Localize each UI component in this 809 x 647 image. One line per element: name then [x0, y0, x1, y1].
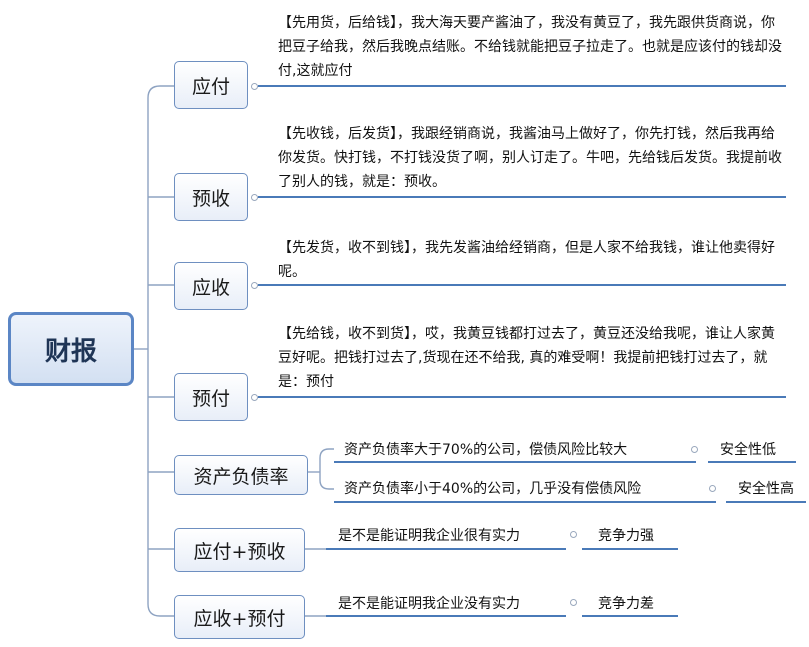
note-yingfu: 【先用货，后给钱】，我大海天要产酱油了，我没有黄豆了，我先跟供货商说，你把豆子给… [278, 15, 782, 79]
ratio-condition-high: 资产负债率大于70%的公司，偿债风险比较大 [344, 442, 628, 458]
branch-label: 应付+预收 [193, 540, 286, 563]
note-yufu: 【先给钱，收不到货】，哎，我黄豆钱都打过去了，黄豆还没给我呢，谁让人家黄豆好呢。… [278, 326, 775, 390]
branch-node-yingfu[interactable]: 应付 [174, 61, 248, 109]
root-label: 财报 [44, 336, 97, 367]
combo-question-strong: 是不是能证明我企业很有实力 [338, 528, 520, 544]
branch-node-yushou[interactable]: 预收 [174, 173, 248, 221]
collapse-dot-icon[interactable] [251, 394, 258, 401]
branch-node-receivable-plus-prepaid[interactable]: 应收+预付 [174, 595, 305, 639]
branch-label: 应付 [191, 75, 230, 98]
combo-result-weak: 竞争力差 [598, 596, 654, 612]
collapse-dot-icon[interactable] [251, 194, 258, 201]
link-dot-icon [570, 599, 577, 606]
branch-node-payable-plus-advance[interactable]: 应付+预收 [174, 528, 305, 572]
branch-node-debt-ratio[interactable]: 资产负债率 [174, 455, 308, 495]
branch-label: 资产负债率 [193, 465, 289, 488]
collapse-dot-icon[interactable] [251, 282, 258, 289]
combo-question-weak: 是不是能证明我企业没有实力 [338, 596, 520, 612]
link-dot-icon [709, 485, 716, 492]
branch-label: 应收 [191, 276, 230, 299]
collapse-dot-icon[interactable] [251, 83, 258, 90]
link-dot-icon [570, 531, 577, 538]
note-yingshou: 【先发货，收不到钱】，我先发酱油给经销商，但是人家不给我钱，谁让他卖得好呢。 [278, 240, 775, 280]
ratio-result-low-safety: 安全性低 [720, 442, 776, 458]
ratio-result-high-safety: 安全性高 [738, 481, 794, 497]
branch-label: 应收+预付 [193, 607, 286, 630]
branch-label: 预付 [191, 387, 230, 410]
root-node[interactable]: 财报 [8, 312, 134, 386]
branch-node-yingshou[interactable]: 应收 [174, 262, 248, 310]
note-yushou: 【先收钱，后发货】，我跟经销商说，我酱油马上做好了，你先打钱，然后我再给你发货。… [278, 126, 782, 190]
branch-node-yufu[interactable]: 预付 [174, 373, 248, 421]
ratio-condition-low: 资产负债率小于40%的公司，几乎没有偿债风险 [344, 481, 642, 497]
branch-label: 预收 [191, 187, 230, 210]
combo-result-strong: 竞争力强 [598, 528, 654, 544]
link-dot-icon [691, 446, 698, 453]
